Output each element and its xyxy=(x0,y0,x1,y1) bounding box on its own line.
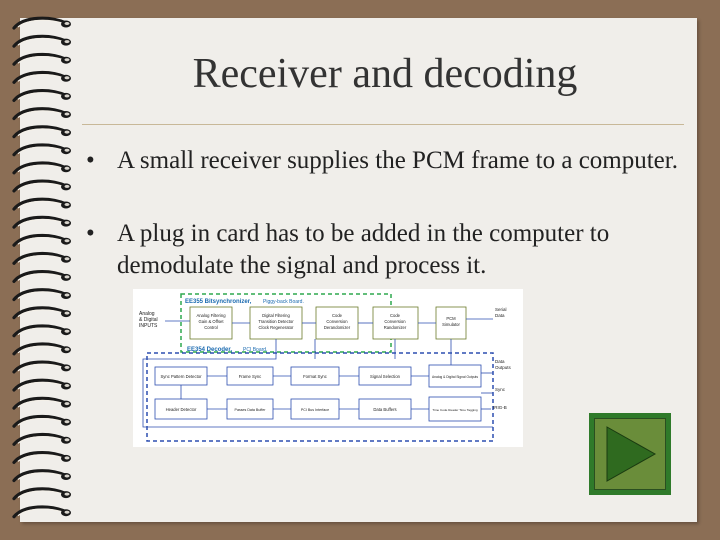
analog-inputs-line: INPUTS xyxy=(139,323,158,329)
block-label: Analog Filtering xyxy=(196,313,226,318)
block-label: Gain & Offset xyxy=(198,319,224,324)
block-label: Transition Detector xyxy=(258,319,294,324)
block-label: Code xyxy=(332,313,343,318)
block-label: Time Code Reader Time Tagging xyxy=(432,408,478,412)
spiral-coil-icon xyxy=(12,107,71,121)
spiral-coil-icon xyxy=(12,161,71,175)
block-label: Signal Selection xyxy=(370,374,401,379)
spiral-coil-icon xyxy=(12,360,71,374)
block-label: Data Buffers xyxy=(373,407,396,412)
spiral-coil-icon xyxy=(12,179,71,193)
sync-label: Sync xyxy=(495,387,506,392)
spiral-coil-icon xyxy=(12,288,71,302)
irig-label: IRIG-B xyxy=(493,405,507,410)
code-conversion-randomizer-block xyxy=(372,306,419,340)
bitsync-board-sub: Piggy-back Board. xyxy=(263,299,304,305)
block-label: Digital Filtering xyxy=(262,313,290,318)
slide-title: Receiver and decoding xyxy=(192,51,578,97)
spiral-coil-icon xyxy=(12,34,71,48)
bullet-text: A small receiver supplies the PCM frame … xyxy=(117,147,678,174)
bitsync-board-label: EE355 Bitsynchronizer, xyxy=(185,299,252,305)
spiral-coil-icon xyxy=(12,233,71,247)
analog-inputs-line: & Digital xyxy=(139,317,158,323)
bullet-text: A plug in card has to be added in the co… xyxy=(117,220,610,279)
block-label: Derandomizer xyxy=(324,325,351,330)
block-label: Randomizer xyxy=(384,325,407,330)
spiral-coil-icon xyxy=(12,270,71,283)
code-conversion-derandomizer-block xyxy=(315,306,359,340)
spiral-coil-icon xyxy=(12,252,71,265)
serial-data-label: Data xyxy=(495,313,505,318)
spiral-binding-icon xyxy=(12,16,71,519)
spiral-coil-icon xyxy=(12,487,71,501)
spiral-coil-icon xyxy=(12,89,71,102)
spiral-coil-icon xyxy=(12,125,71,139)
title-divider xyxy=(82,124,684,125)
serial-data-label: Serial xyxy=(495,307,507,312)
block-label: Conversion xyxy=(326,319,348,324)
spiral-coil-icon xyxy=(12,71,71,84)
block-diagram: EE355 Bitsynchronizer, Piggy-back Board.… xyxy=(133,289,523,447)
block-label: Frame Sync xyxy=(239,374,262,379)
block-label: PCM xyxy=(446,316,456,321)
connector xyxy=(142,339,493,428)
spiral-coil-icon xyxy=(12,324,71,338)
block-label: Simulator xyxy=(442,322,460,327)
spiral-coil-icon xyxy=(12,469,71,483)
spiral-coil-icon xyxy=(12,396,71,410)
block-label: Passes Data Buffer xyxy=(235,408,267,412)
decoder-board-label: EE354 Decoder, xyxy=(187,347,232,353)
spiral-coil-icon xyxy=(12,433,71,446)
spiral-coil-icon xyxy=(12,52,71,66)
block-label: PCI Bus Interface xyxy=(301,408,329,412)
spiral-coil-icon xyxy=(12,143,71,157)
bullet-marker: • xyxy=(86,220,95,247)
data-outputs-label: Outputs xyxy=(495,365,512,370)
play-triangle-icon xyxy=(606,426,657,482)
block-label: Header Detector xyxy=(166,407,197,412)
play-button[interactable] xyxy=(589,413,671,495)
spiral-coil-icon xyxy=(12,16,71,30)
block-label: Control xyxy=(204,325,218,330)
spiral-coil-icon xyxy=(12,306,71,320)
spiral-coil-icon xyxy=(12,505,71,519)
block-label: Clock Regenerator xyxy=(259,325,295,330)
block-label: Conversion xyxy=(384,319,406,324)
block-label: Code xyxy=(390,313,401,318)
spiral-coil-icon xyxy=(12,197,71,211)
pcm-simulator-block xyxy=(435,306,467,340)
spiral-coil-icon xyxy=(12,342,71,356)
spiral-coil-icon xyxy=(12,215,71,229)
play-button-face[interactable] xyxy=(594,418,666,490)
spiral-coil-icon xyxy=(12,451,71,464)
spiral-coil-icon xyxy=(12,414,71,428)
data-outputs-label: Data xyxy=(495,359,505,364)
analog-inputs-line: Analog xyxy=(139,311,155,317)
spiral-coil-icon xyxy=(12,378,71,392)
block-label: Sync Pattern Detector xyxy=(161,374,203,379)
block-label: Analog & Digital Signal Outputs xyxy=(432,375,478,379)
block-label: Format Sync xyxy=(303,374,327,379)
bullet-marker: • xyxy=(86,147,95,174)
decoder-board-sub: PCI Board. xyxy=(243,347,267,353)
